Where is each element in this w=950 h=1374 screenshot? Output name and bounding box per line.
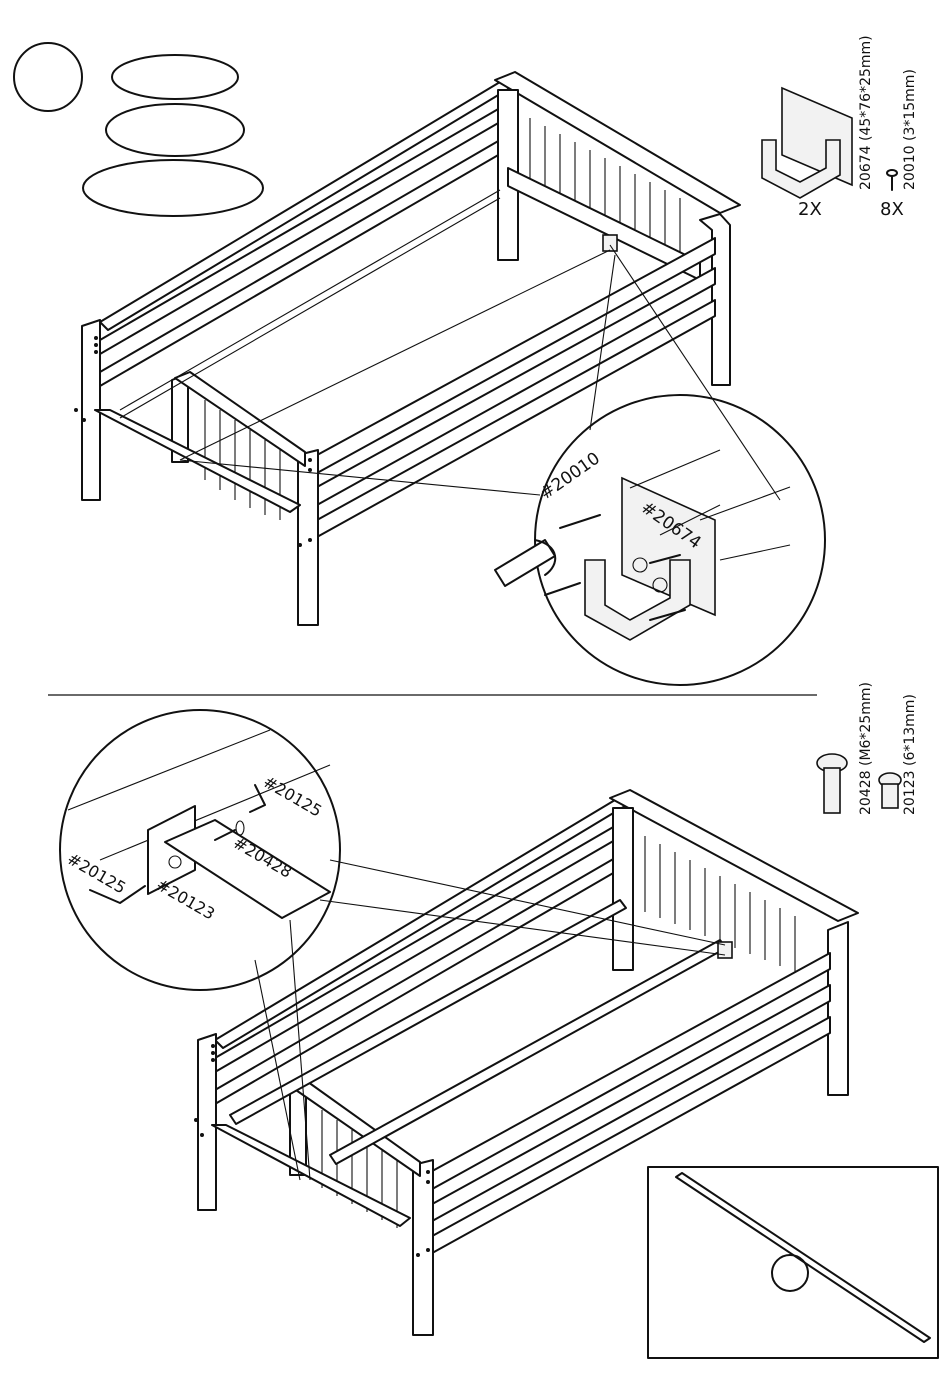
step1-detail-circle: #20010 #20674 xyxy=(495,395,825,685)
wooden-slat-rod-drawing xyxy=(676,1173,930,1342)
step2-detail-circle: #20125 #20428 #20125 #20123 xyxy=(60,710,340,990)
nut-callout: #20123 xyxy=(153,875,218,924)
nut-code: 20123 (6*13mm) xyxy=(902,694,918,815)
circle-icon xyxy=(14,43,82,111)
bracket-qty: 2X xyxy=(798,199,822,220)
ellipse-icon-small xyxy=(112,55,238,99)
slat-rod-inset xyxy=(648,1167,938,1358)
screw-qty: 8X xyxy=(880,199,904,220)
key-callout-top: #20125 xyxy=(260,772,325,821)
bolt-icon xyxy=(817,754,847,813)
screw-code: 20010 (3*15mm) xyxy=(902,69,918,190)
key-callout-left: #20125 xyxy=(64,849,129,898)
circle-icon xyxy=(772,1255,808,1291)
bolt-code: 20428 (M6*25mm) xyxy=(858,682,874,815)
step1-legend-shapes xyxy=(14,43,263,216)
screw-icon xyxy=(887,170,897,190)
ellipse-icon-medium xyxy=(106,104,244,156)
step2-parts-legend: 20428 (M6*25mm) 20123 (6*13mm) xyxy=(817,682,918,815)
ellipse-icon-large xyxy=(83,160,263,216)
screw-callout: #20010 xyxy=(536,449,603,505)
screwdriver-icon xyxy=(495,540,555,586)
bracket-icon xyxy=(782,88,852,185)
nut-icon xyxy=(879,773,901,808)
bracket-plate xyxy=(622,478,715,615)
step1-parts-legend: 2X 20674 (45*76*25mm) 20010 (3*15mm) 8X xyxy=(762,35,918,220)
bracket-code: 20674 (45*76*25mm) xyxy=(858,35,874,190)
